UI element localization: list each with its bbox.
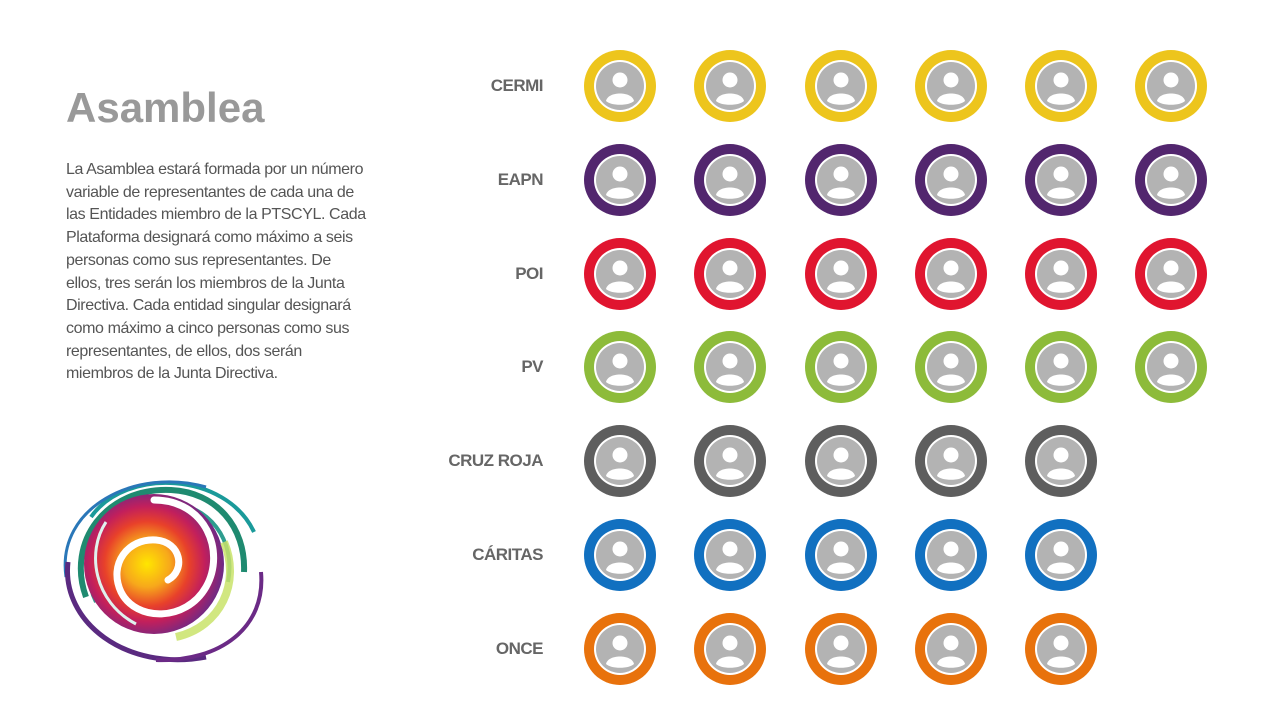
member-avatar	[915, 50, 987, 122]
member-avatar	[1025, 519, 1097, 591]
member-avatar	[805, 425, 877, 497]
member-avatar	[584, 144, 656, 216]
member-avatar	[694, 425, 766, 497]
member-avatar	[694, 331, 766, 403]
member-avatar	[805, 613, 877, 685]
member-avatar	[584, 238, 656, 310]
member-avatar	[584, 425, 656, 497]
member-avatar	[915, 613, 987, 685]
member-avatar	[1025, 425, 1097, 497]
member-avatar	[1135, 50, 1207, 122]
group-label: CRUZ ROJA	[448, 451, 543, 470]
group-label: PV	[521, 357, 543, 376]
group-label: CERMI	[490, 76, 544, 95]
member-avatar	[915, 425, 987, 497]
member-avatar	[694, 144, 766, 216]
member-avatar	[915, 144, 987, 216]
group-label: POI	[515, 264, 543, 283]
member-avatar	[1025, 331, 1097, 403]
member-avatar	[1135, 238, 1207, 310]
group-label: CÁRITAS	[472, 545, 543, 564]
member-avatar	[805, 331, 877, 403]
page-title: Asamblea	[66, 84, 265, 131]
member-avatar	[584, 50, 656, 122]
page-description: La Asamblea estará formada por un número…	[66, 161, 366, 383]
member-avatar	[915, 519, 987, 591]
group-label: EAPN	[497, 170, 544, 189]
member-avatar	[584, 331, 656, 403]
group-label: ONCE	[495, 639, 544, 658]
member-avatar	[915, 238, 987, 310]
member-avatar	[1025, 144, 1097, 216]
member-avatar	[694, 238, 766, 310]
member-avatar	[1025, 50, 1097, 122]
member-avatar	[805, 519, 877, 591]
spiral-logo-icon	[63, 480, 264, 663]
member-avatar	[584, 613, 656, 685]
member-avatar	[694, 519, 766, 591]
member-avatar	[1025, 238, 1097, 310]
member-avatar	[805, 50, 877, 122]
member-avatar	[1025, 613, 1097, 685]
member-avatar	[1135, 144, 1207, 216]
member-avatar	[805, 238, 877, 310]
member-avatar	[694, 613, 766, 685]
member-avatar	[915, 331, 987, 403]
member-avatar	[694, 50, 766, 122]
member-avatar	[584, 519, 656, 591]
member-avatar	[1135, 331, 1207, 403]
member-avatar	[805, 144, 877, 216]
